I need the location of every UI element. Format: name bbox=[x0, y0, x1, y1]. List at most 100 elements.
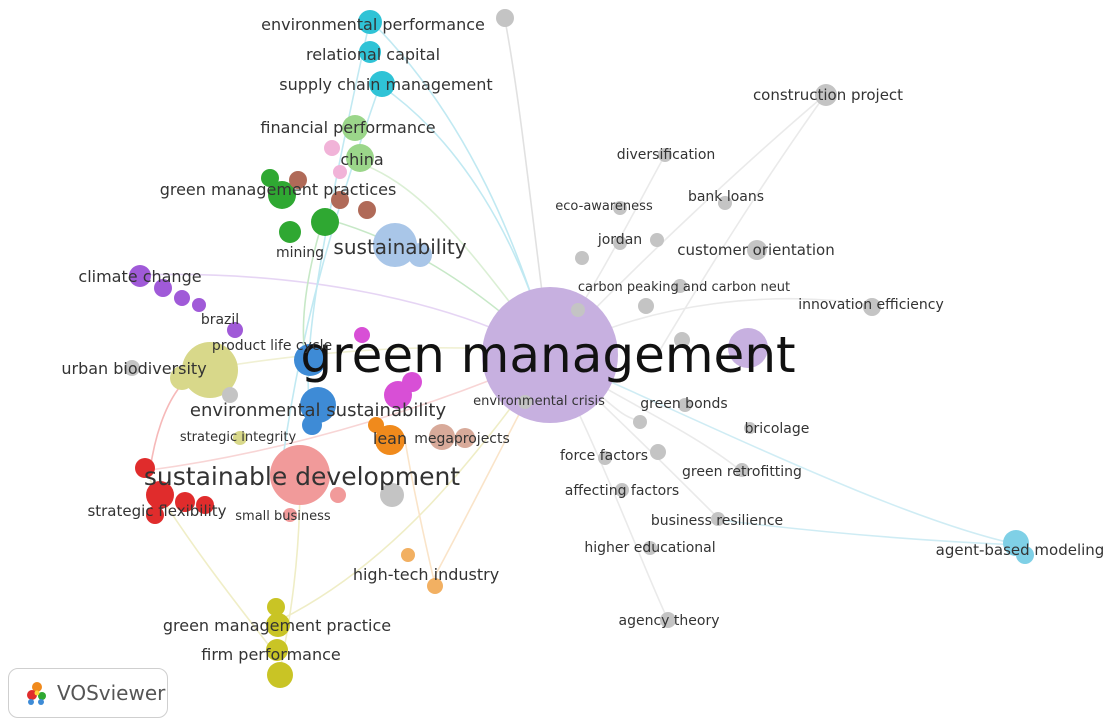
label-sustainable-development: sustainable development bbox=[144, 462, 460, 491]
node-climate-change[interactable] bbox=[129, 265, 151, 287]
label-construction-project: construction project bbox=[753, 86, 903, 104]
node-carbon-peaking[interactable] bbox=[673, 279, 687, 293]
label-affecting-factors: affecting factors bbox=[565, 483, 679, 499]
vosviewer-badge[interactable]: VOSviewer bbox=[8, 668, 168, 718]
node-small-business[interactable] bbox=[283, 508, 297, 522]
link bbox=[404, 439, 436, 586]
node-brazil[interactable] bbox=[227, 322, 243, 338]
node-green-management-satellite bbox=[728, 328, 768, 368]
node-environmental-sustainability[interactable] bbox=[300, 387, 336, 423]
node-green-management-practices[interactable] bbox=[268, 181, 296, 209]
node-gray-sd bbox=[380, 483, 404, 507]
node-green-2 bbox=[311, 208, 339, 236]
node-mega-2 bbox=[455, 428, 475, 448]
label-supply-chain-management: supply chain management bbox=[279, 75, 492, 94]
node-green-retrofitting[interactable] bbox=[735, 463, 749, 477]
node-gray-mid bbox=[222, 387, 238, 403]
node-environmental-performance[interactable] bbox=[358, 10, 382, 34]
node-innovation-efficiency[interactable] bbox=[863, 298, 881, 316]
node-higher-educational[interactable] bbox=[643, 541, 657, 555]
node-purple-2 bbox=[174, 290, 190, 306]
label-china: china bbox=[340, 150, 383, 169]
node-eco-awareness[interactable] bbox=[613, 201, 627, 215]
node-sustainability-satellite bbox=[408, 243, 432, 267]
node-blue-small bbox=[302, 415, 322, 435]
label-product-life-cycle: product life cycle bbox=[212, 338, 332, 354]
label-megaprojects: megaprojects bbox=[414, 431, 510, 447]
label-higher-educational: higher educational bbox=[584, 540, 715, 556]
node-red-4 bbox=[146, 506, 164, 524]
node-gray-left bbox=[124, 360, 140, 376]
node-bank-loans[interactable] bbox=[718, 196, 732, 210]
node-customer-orientation[interactable] bbox=[747, 240, 767, 260]
node-purple-3 bbox=[192, 298, 206, 312]
label-bank-loans: bank loans bbox=[688, 189, 764, 205]
node-sustainable-development[interactable] bbox=[270, 445, 330, 505]
label-environmental-crisis: environmental crisis bbox=[473, 394, 605, 409]
label-sustainability: sustainability bbox=[333, 235, 466, 259]
node-relational-capital[interactable] bbox=[359, 41, 381, 63]
label-green-management: green management bbox=[300, 326, 795, 384]
node-red-3 bbox=[196, 496, 214, 514]
node-gray-d bbox=[571, 303, 585, 317]
label-lean: lean bbox=[373, 429, 407, 448]
node-sustainability[interactable] bbox=[373, 223, 417, 267]
node-strategic-integrity[interactable] bbox=[233, 431, 247, 445]
node-product-life-cycle[interactable] bbox=[294, 344, 326, 376]
node-diversification[interactable] bbox=[658, 148, 672, 162]
node-affecting-factors[interactable] bbox=[615, 483, 629, 497]
node-top-gray bbox=[496, 9, 514, 27]
label-agency-theory: agency theory bbox=[619, 613, 720, 629]
node-gray-e bbox=[674, 332, 690, 348]
node-business-resilience[interactable] bbox=[711, 512, 725, 526]
label-diversification: diversification bbox=[617, 147, 716, 163]
node-green-bonds[interactable] bbox=[678, 398, 692, 412]
node-jordan[interactable] bbox=[650, 233, 664, 247]
node-pink-small bbox=[324, 140, 340, 156]
node-purple-1 bbox=[154, 279, 172, 297]
node-megaprojects[interactable] bbox=[429, 424, 455, 450]
label-high-tech-industry: high-tech industry bbox=[353, 565, 499, 584]
node-china[interactable] bbox=[346, 144, 374, 172]
label-urban-biodiversity: urban biodiversity bbox=[61, 359, 206, 378]
node-strategic-flexibility[interactable] bbox=[146, 481, 174, 509]
label-green-retrofitting: green retrofitting bbox=[682, 464, 802, 480]
node-red-2 bbox=[175, 492, 195, 512]
node-olive-2 bbox=[266, 639, 288, 661]
label-mining: mining bbox=[276, 245, 324, 261]
node-orange-light bbox=[401, 548, 415, 562]
label-firm-performance: firm performance bbox=[201, 645, 341, 664]
label-green-bonds: green bonds bbox=[640, 396, 727, 412]
node-supply-chain-management[interactable] bbox=[369, 71, 395, 97]
network-nodes bbox=[124, 9, 1034, 688]
label-green-management-practices: green management practices bbox=[160, 180, 397, 199]
link bbox=[549, 354, 1021, 546]
node-bricolage[interactable] bbox=[744, 422, 756, 434]
node-firm-performance[interactable] bbox=[267, 662, 293, 688]
node-force-factors[interactable] bbox=[598, 451, 612, 465]
node-high-tech-industry[interactable] bbox=[427, 578, 443, 594]
label-customer-orientation: customer orientation bbox=[677, 241, 834, 259]
label-financial-performance: financial performance bbox=[260, 118, 435, 137]
node-construction-project[interactable] bbox=[815, 84, 837, 106]
vosviewer-logo-icon bbox=[27, 682, 46, 705]
label-carbon-peaking: carbon peaking and carbon neut bbox=[578, 280, 790, 295]
node-pink-right bbox=[330, 487, 346, 503]
node-mining[interactable] bbox=[279, 221, 301, 243]
node-agency-theory[interactable] bbox=[660, 612, 676, 628]
node-environmental-crisis[interactable] bbox=[518, 395, 532, 409]
label-bricolage: bricolage bbox=[745, 421, 810, 437]
node-yellow-small bbox=[170, 366, 194, 390]
node-gray-f bbox=[633, 415, 647, 429]
node-green-management-practice[interactable] bbox=[266, 613, 290, 637]
node-green-management[interactable] bbox=[482, 287, 618, 423]
node-financial-performance[interactable] bbox=[342, 115, 368, 141]
node-lean[interactable] bbox=[375, 425, 405, 455]
node-gray-a bbox=[613, 236, 627, 250]
link bbox=[307, 19, 371, 406]
node-urban-biodiversity[interactable] bbox=[182, 342, 238, 398]
node-orange-small bbox=[368, 417, 384, 433]
node-gray-b bbox=[575, 251, 589, 265]
label-brazil: brazil bbox=[201, 312, 239, 328]
